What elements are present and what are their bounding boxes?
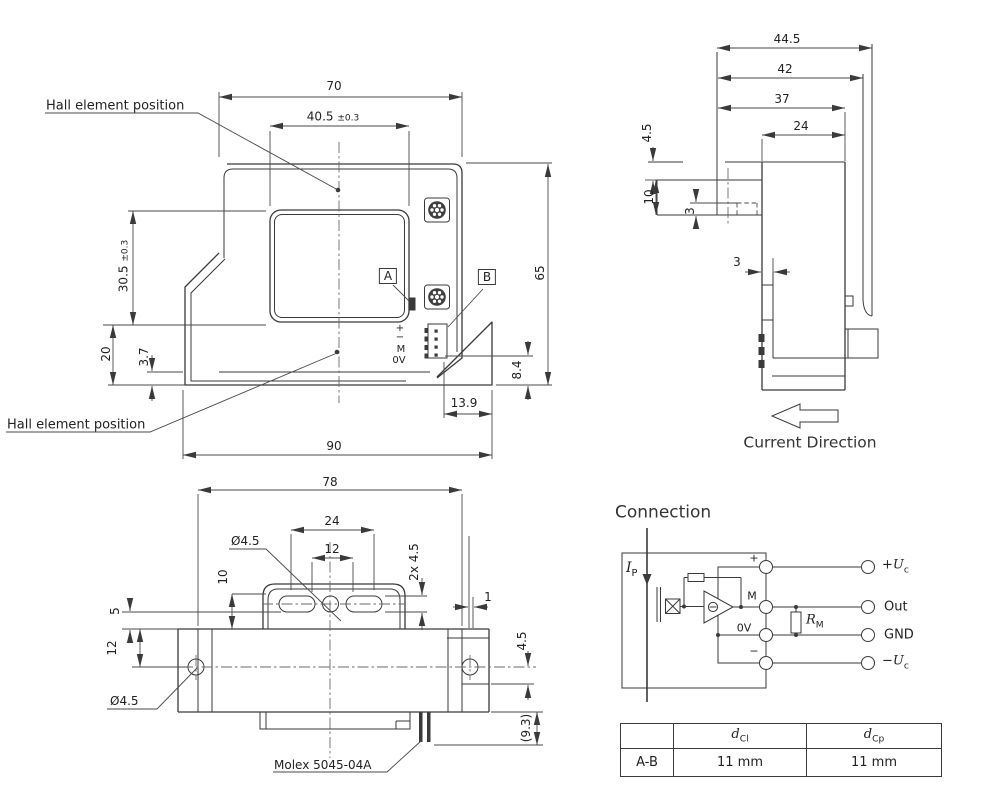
dim-37: 37 [774, 92, 790, 106]
hall-position-label-top: Hall element position [46, 98, 185, 114]
dim-4-5-side: 4.5 [640, 123, 654, 143]
dim-42: 42 [777, 62, 793, 76]
dim-24-bottom: 24 [324, 514, 340, 528]
output-gnd [861, 628, 875, 642]
dim-13-9: 13.9 [450, 396, 478, 410]
feedback-resistor-icon [687, 573, 705, 582]
dim-4-5-bottom: 4.5 [515, 631, 529, 651]
hole-dia-left-label: Ø4.5 [110, 694, 139, 708]
detail-label-b: B [477, 269, 497, 285]
output-uc-minus [861, 656, 875, 670]
primary-current-label: IP [626, 560, 638, 579]
hole-dia-top-label: Ø4.5 [231, 534, 260, 548]
terminal-0v [759, 628, 773, 642]
dim-12-bottom: 12 [324, 542, 340, 556]
table-creepage-value: 11 mm [806, 748, 942, 777]
table-clearance-value: 11 mm [673, 748, 807, 777]
bottom-view-drawing [107, 486, 543, 773]
bus-label-plus: + [749, 551, 759, 565]
measure-resistor-label: RM [806, 612, 824, 631]
pin-label-0v: 0V [392, 355, 406, 366]
measure-resistor-icon [790, 611, 802, 634]
hall-position-label-bottom: Hall element position [7, 417, 146, 433]
screw-terminal-icon [424, 284, 450, 310]
molex-connector-label: Molex 5045-04A [274, 758, 372, 772]
pin-label-minus: − [395, 332, 405, 343]
dim-5: 5 [108, 607, 122, 615]
dim-40-5: 40.5 ±0.3 [306, 109, 360, 124]
bus-label-m: M [747, 589, 757, 603]
current-direction-arrow-icon [770, 403, 839, 429]
table-row: A-B 11 mm 11 mm [620, 748, 942, 777]
dim-20: 20 [99, 346, 113, 362]
bus-label-minus: − [749, 644, 759, 658]
screw-terminal-icon [424, 197, 450, 223]
terminal-minus [759, 656, 773, 670]
side-view-drawing [645, 44, 879, 429]
terminal-plus [759, 560, 773, 574]
molex-pin [419, 712, 423, 742]
dim-3-hole: 3 [683, 207, 697, 215]
bus-label-0v: 0V [736, 621, 752, 635]
terminal-label-out: Out [884, 599, 908, 615]
output-connector-icon [424, 323, 448, 359]
clearance-creepage-table: dCl dCp A-B 11 mm 11 mm [620, 723, 942, 777]
table-row-label: A-B [620, 748, 674, 777]
dim-9-3: (9.3) [519, 713, 533, 743]
detail-label-a: A [378, 268, 398, 284]
dim-3-7: 3.7 [137, 347, 151, 367]
dim-slots: 2x 4.5 [407, 543, 421, 581]
molex-pin [427, 712, 431, 742]
dim-3-wall: 3 [733, 255, 741, 269]
connection-title: Connection [615, 502, 712, 523]
front-view-drawing [6, 92, 552, 459]
dim-90: 90 [326, 439, 342, 453]
table-header-creepage: dCp [806, 723, 942, 749]
dim-70: 70 [326, 79, 342, 93]
dim-65: 65 [533, 265, 547, 281]
dim-8-4: 8.4 [510, 360, 524, 380]
current-direction-label: Current Direction [743, 433, 877, 452]
current-arrow-icon [642, 574, 652, 585]
dim-30-5: 30.5 ±0.3 [116, 239, 131, 293]
pin-label-plus: + [395, 323, 405, 334]
connection-schematic [621, 528, 875, 702]
output-uc-plus [861, 560, 875, 574]
terminal-label-uc-minus: −Uc [882, 653, 909, 672]
dim-10-bottom: 10 [216, 569, 230, 585]
output-out [861, 600, 875, 614]
terminal-label-gnd: GND [884, 627, 914, 643]
dim-24-side: 24 [793, 119, 809, 133]
dim-12-left: 12 [105, 640, 119, 656]
terminal-m [759, 600, 773, 614]
dim-1: 1 [484, 590, 492, 604]
terminal-a-tab [408, 297, 416, 311]
table-header-clearance: dCl [673, 723, 807, 749]
dim-44-5: 44.5 [773, 32, 801, 46]
pin-label-m: M [396, 344, 406, 355]
terminal-label-uc-plus: +Uc [882, 557, 909, 576]
table-corner-cell [620, 723, 674, 749]
dim-10-side: 10 [642, 189, 656, 205]
dim-78: 78 [322, 475, 338, 489]
